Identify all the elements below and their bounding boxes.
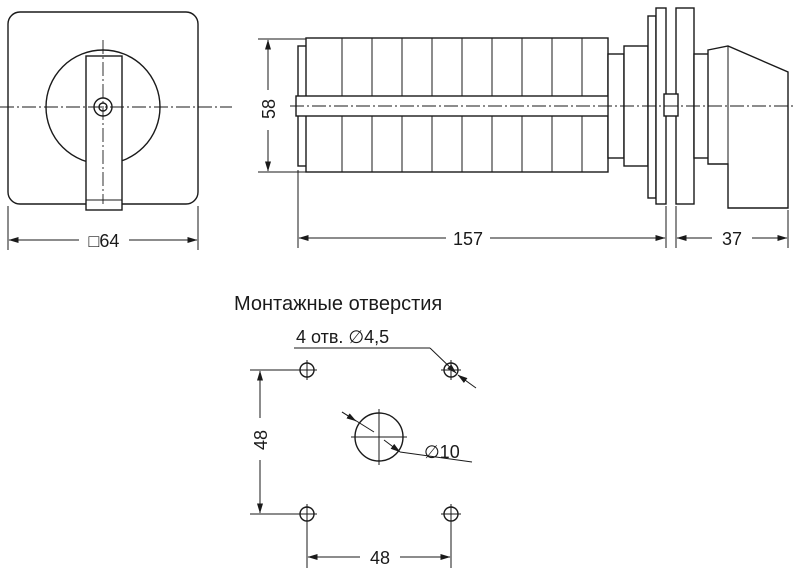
dim-label-height: 58 — [259, 99, 279, 119]
holes-leader — [429, 347, 457, 374]
dim-label-length: 157 — [453, 229, 483, 249]
dim-label-depth: 37 — [722, 229, 742, 249]
holes-label: 4 отв. ∅4,5 — [296, 327, 389, 347]
dim-label-horizontal: 48 — [370, 548, 390, 568]
front-handle — [85, 55, 123, 211]
dim-label-width: □64 — [89, 231, 120, 251]
handle-knob — [707, 45, 789, 209]
side-view: 58 — [258, 7, 794, 249]
mounting-plate-rear — [647, 15, 657, 199]
center-hole-label: ∅10 — [424, 442, 460, 462]
plate-boss — [663, 93, 679, 117]
front-view: □64 — [0, 11, 232, 251]
mounting-holes: Монтажные отверстия 4 отв. ∅4,5 ∅10 — [234, 293, 477, 568]
dim-label-vertical: 48 — [251, 430, 271, 450]
mounting-title: Монтажные отверстия — [234, 293, 442, 315]
